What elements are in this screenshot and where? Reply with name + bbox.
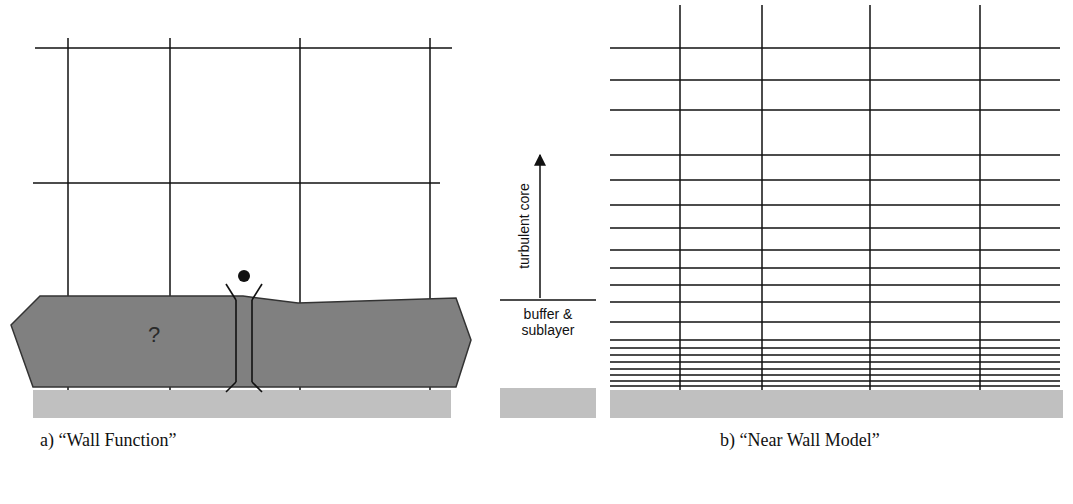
wall [610,390,1063,418]
unknown-region-blob: ? [8,292,472,390]
refined-grid [610,5,1060,390]
subfigure-caption: b) “Near Wall Model” [720,430,880,451]
subfigure-caption: a) “Wall Function” [40,430,177,451]
question-mark: ? [148,322,160,348]
blob-outline [8,292,472,390]
layer-boundary [500,299,596,301]
layer-label: buffer & sublayer [500,306,596,338]
layer-label: turbulent core [516,183,532,269]
up-arrow [539,155,541,298]
wall [500,388,596,418]
wall [33,390,451,418]
